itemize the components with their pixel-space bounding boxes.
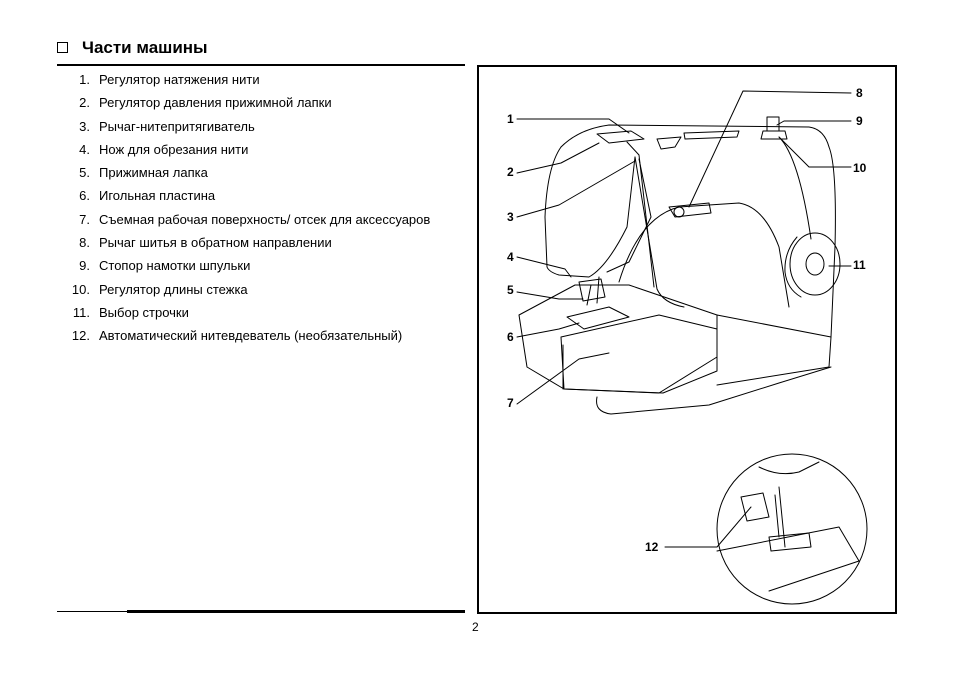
bobbin-winder [766,116,780,132]
callout-2: 2 [507,165,514,179]
list-item: 9. Стопор намотки шпульки [60,257,430,280]
list-item: 1. Регулятор натяжения нити [60,71,430,94]
machine-upper-right [828,146,836,338]
callout-3: 3 [507,210,514,224]
item-label: Стопор намотки шпульки [99,258,251,274]
callout-1: 1 [507,112,514,126]
footer-rule [127,610,465,613]
item-label: Игольная пластина [99,188,216,204]
item-label: Рычаг-нитепритягиватель [99,118,255,134]
leader-line-12 [664,506,752,548]
footer-rule-thin [57,611,127,612]
list-item: 3. Рычаг-нитепритягиватель [60,118,430,141]
leader-line-2 [516,142,600,174]
list-item: 6. Игольная пластина [60,187,430,210]
leader-line-7 [516,352,610,405]
tension-regulator [596,130,645,144]
list-item: 12. Автоматический нитевдеватель (необяза… [60,327,430,350]
item-number: 10. [71,281,90,297]
item-number: 4. [79,141,90,157]
item-label: Нож для обрезания нити [99,141,249,157]
callout-5: 5 [507,283,514,297]
header-rule [57,64,465,66]
callout-11: 11 [853,258,866,272]
machine-head-front [634,156,685,308]
machine-arm [618,202,790,308]
reverse-lever [668,202,712,218]
item-number: 9. [79,258,90,274]
callout-6: 6 [507,330,514,344]
item-label: Прижимная лапка [99,165,208,181]
item-number: 8. [79,235,90,251]
section-checkbox-icon [57,42,68,53]
machine-head [544,146,636,278]
detail-inset [716,453,868,605]
leader-line-4 [516,256,572,278]
leader-line-9 [776,120,852,126]
item-label: Автоматический нитевдеватель (необязател… [99,328,403,344]
item-number: 11. [72,304,90,320]
callout-9: 9 [856,114,863,128]
machine-base [518,284,718,394]
leader-line-5 [516,291,584,300]
callout-12: 12 [645,540,659,554]
item-label: Рычаг шитья в обратном направлении [99,235,332,251]
leader-line-8 [688,90,852,208]
item-number: 3. [79,118,90,134]
item-number: 7. [79,211,90,227]
callout-4: 4 [507,250,514,264]
sewing-machine-illustration [516,90,868,605]
needle-plate [566,306,630,330]
callout-8: 8 [856,86,863,100]
sewing-machine-figure: 1 2 3 4 5 6 7 8 9 10 11 12 [477,65,897,614]
callout-10: 10 [853,161,867,175]
item-number: 12. [71,328,90,344]
leader-line-3 [516,160,636,218]
handwheel [789,232,841,296]
item-number: 1. [79,72,90,87]
list-item: 5. Прижимная лапка [60,164,430,187]
item-number: 5. [79,165,90,181]
item-label: Съемная рабочая поверхность/ отсек для а… [99,211,431,227]
item-number: 2. [79,95,90,111]
list-item: 2. Регулятор давления прижимной лапки [60,94,430,117]
list-item: 7. Съемная рабочая поверхность/ отсек для… [60,211,430,234]
list-item: 4. Нож для обрезания нити [60,141,430,164]
accessory-compartment [560,314,718,394]
item-label: Выбор строчки [99,304,189,320]
leader-line-1 [516,118,630,134]
item-label: Регулятор натяжения нити [99,72,260,87]
list-item: 10. Регулятор длины стежка [60,281,430,304]
page-number: 2 [472,620,479,634]
item-label: Регулятор давления прижимной лапки [99,95,332,111]
parts-list: 1. Регулятор натяжения нити 2. Регулятор д… [60,71,430,351]
section-title: Части машины [82,38,208,57]
item-number: 6. [79,188,90,204]
machine-top [560,124,830,148]
leader-line-10 [778,136,852,168]
callout-7: 7 [507,396,514,410]
list-item: 11. Выбор строчки [60,304,430,327]
leader-line-6 [516,322,580,338]
item-label: Регулятор длины стежка [99,281,248,297]
list-item: 8. Рычаг шитья в обратном направлении [60,234,430,257]
